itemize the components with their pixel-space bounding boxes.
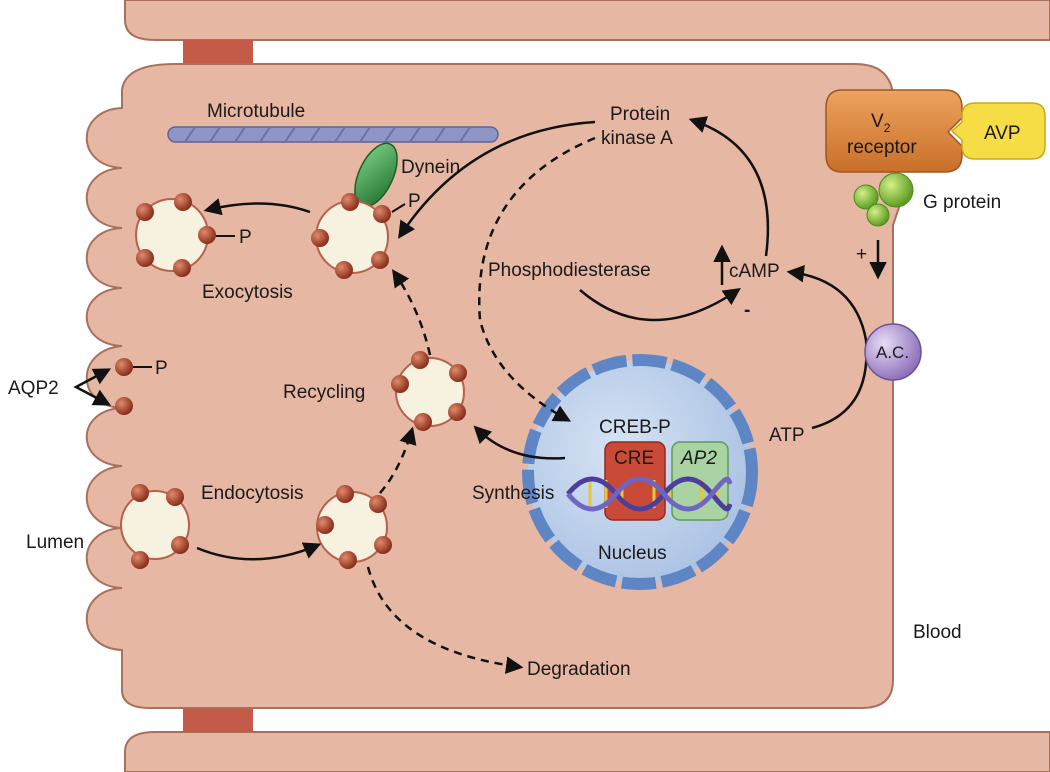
arrow-degradation — [366, 566, 524, 674]
neighbor-cell-bottom — [124, 731, 1050, 772]
aqp2-label: AQP2 — [8, 378, 59, 399]
phospho-bond-dynein — [391, 203, 406, 213]
arrow-camp-to-pka — [688, 116, 770, 257]
vesicle-internalized — [316, 485, 392, 569]
creb-label: CREB-P — [599, 417, 671, 438]
vesicle-exocytosis — [135, 193, 216, 277]
gprotein-label: G protein — [923, 192, 1001, 213]
v2-receptor — [825, 89, 963, 173]
arrow-endocytosis — [196, 542, 322, 561]
neighbor-cell-top — [124, 0, 1050, 41]
pka-label-line1: Protein — [610, 104, 670, 125]
pka-label-line2: kinase A — [601, 128, 673, 149]
blood-label: Blood — [913, 622, 962, 643]
ac-label: A.C. — [876, 343, 909, 362]
arrow-atp-to-camp — [786, 265, 868, 430]
vesicle-endocytosis-membrane — [120, 484, 190, 569]
dynein-label: Dynein — [401, 157, 460, 178]
phosphodiesterase-label: Phosphodiesterase — [488, 260, 651, 281]
aqp2-pointer-arrows — [73, 368, 112, 406]
arrow-phosphodiesterase — [579, 288, 741, 322]
vesicle-dynein — [311, 193, 391, 279]
nucleus-label: Nucleus — [598, 543, 667, 564]
avp-ligand — [950, 102, 1046, 160]
dna-double-helix — [566, 476, 733, 512]
arrow-pka-to-creb — [478, 136, 596, 422]
degradation-label: Degradation — [527, 659, 631, 680]
arrow-internalized-to-recycling — [379, 426, 417, 494]
principal-cell — [85, 63, 907, 709]
endocytosis-label: Endocytosis — [201, 483, 303, 504]
aqp2-phosphorylated — [115, 358, 133, 376]
receptor-label: receptor — [847, 137, 917, 158]
exocytosis-label: Exocytosis — [202, 282, 293, 303]
microtubule-label: Microtubule — [207, 101, 305, 122]
atp-label: ATP — [769, 425, 805, 446]
camp-label: cAMP — [729, 261, 780, 282]
minus-sign: - — [744, 300, 750, 321]
recycling-label: Recycling — [283, 382, 365, 403]
phospho-label-exo: P — [239, 227, 252, 248]
tight-junction-bottom — [183, 708, 253, 732]
g-protein — [853, 172, 914, 227]
cre-label: CRE — [614, 448, 654, 469]
aqp2-unphosphorylated — [115, 397, 133, 415]
adenylyl-cyclase — [864, 323, 922, 381]
microtubule — [167, 126, 499, 143]
synthesis-label: Synthesis — [472, 483, 554, 504]
arrow-dynein-to-exocytosis — [203, 198, 311, 216]
phospho-label-dynein: P — [408, 191, 421, 212]
plus-sign: + — [856, 244, 867, 265]
vesicle-recycling — [391, 351, 467, 431]
arrow-recycling-to-dynein — [392, 269, 432, 356]
avp-label: AVP — [984, 123, 1021, 144]
receptor-v-label: V2 — [871, 111, 891, 135]
microtubule-stripes — [184, 126, 471, 143]
arrow-pka-to-vesicle — [398, 120, 596, 239]
lumen-label: Lumen — [26, 532, 84, 553]
ap2-label: AP2 — [680, 448, 717, 469]
phospho-label-aqp2: P — [155, 358, 168, 379]
tight-junction-top — [183, 40, 253, 64]
arrow-synthesis — [473, 425, 566, 460]
